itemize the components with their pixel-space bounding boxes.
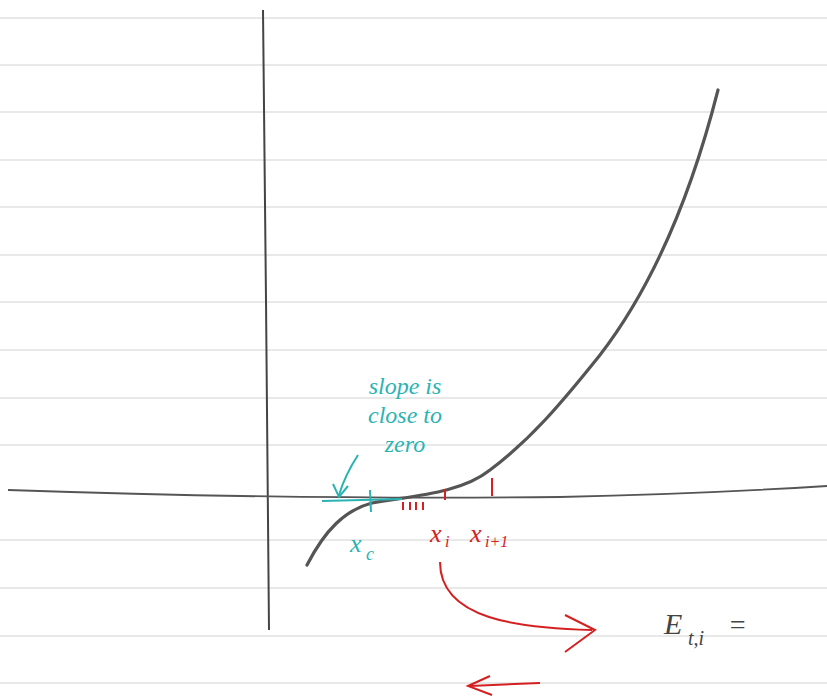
variable-name: x	[430, 518, 442, 549]
paper-lines	[0, 18, 827, 683]
tangent-marks	[322, 455, 402, 512]
variable-name: x	[470, 518, 482, 549]
variable-name: x	[350, 528, 362, 559]
annotation-note: slope is close to zero	[355, 372, 455, 458]
equals-sign: =	[728, 608, 747, 642]
subscript: t,i	[688, 626, 704, 650]
function-curve	[307, 90, 718, 565]
iteration-marks	[403, 478, 595, 695]
variable-name: E	[664, 606, 682, 642]
subscript: i	[445, 532, 449, 551]
y-axis	[263, 10, 269, 630]
subscript: i+1	[485, 532, 508, 551]
subscript: c	[366, 544, 374, 566]
